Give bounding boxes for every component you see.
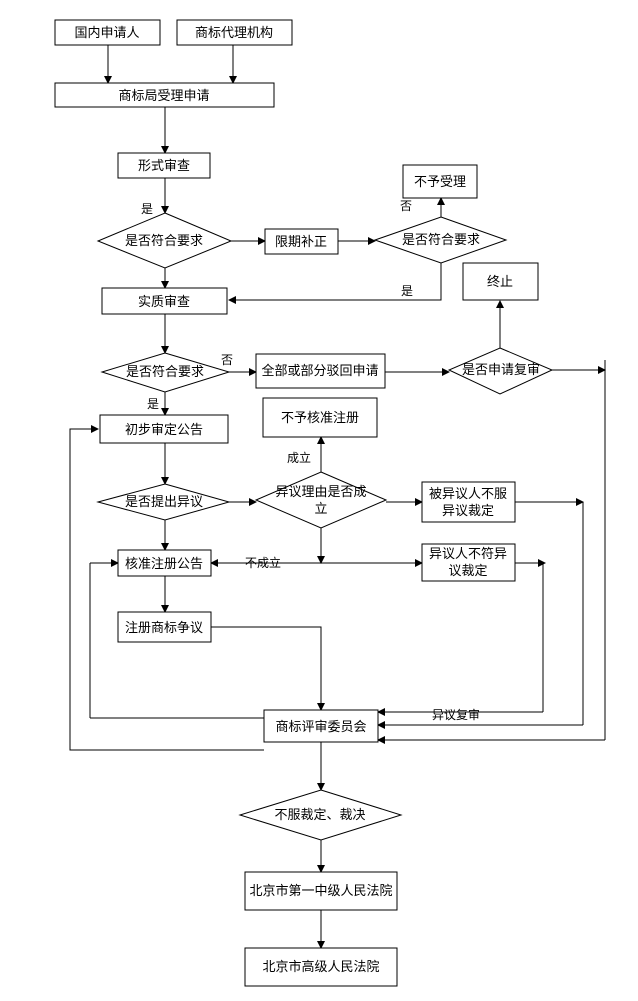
decision-opposition-valid: 异议理由是否成 立 [254,471,388,529]
node-terminated: 终止 [462,262,539,301]
node-domestic-applicant: 国内申请人 [54,19,161,46]
node-office-accepts: 商标局受理申请 [54,82,275,108]
node-label-line1: 异议人不符异 [429,546,507,562]
node-label: 商标评审委员会 [275,720,366,735]
node-label: 实质审查 [138,295,190,310]
node-label: 商标局受理申请 [118,89,209,104]
node-label: 商标代理机构 [195,26,273,41]
decision-label: 是否符合要求 [126,364,204,380]
decision-apply-reexam: 是否申请复审 [447,347,554,395]
edge-labels: 是 否 是 否 是 成立 不成立 异议复审 [141,199,480,722]
edge-label-no-1: 否 [400,199,412,213]
decision-label: 不服裁定、裁决 [274,807,365,823]
node-label-line2: 议裁定 [448,563,487,579]
node-substantive-review: 实质审查 [101,287,228,315]
decision-label: 是否申请复审 [462,363,540,378]
node-opponent-disagrees: 异议人不符异 议裁定 [421,543,516,582]
decision-meets-requirements-2: 是否符合要求 [373,216,508,264]
decision-label: 是否符合要求 [402,232,480,248]
arrow-dispute-to-board [211,626,325,711]
node-approve-announcement: 核准注册公告 [117,549,212,577]
decision-opposition-raised: 是否提出异议 [96,483,231,521]
decision-label-line2: 立 [314,502,327,517]
node-label: 不予受理 [414,175,466,190]
decision-disagree-ruling: 不服裁定、裁决 [238,789,403,841]
node-correction-deadline: 限期补正 [264,228,339,255]
node-label: 北京市第一中级人民法院 [249,883,392,899]
node-preliminary-announcement: 初步审定公告 [99,414,229,444]
decision-label: 是否符合要求 [125,233,203,249]
node-label: 初步审定公告 [125,423,203,438]
node-label: 限期补正 [275,235,327,250]
node-label-line1: 被异议人不服 [429,487,507,502]
node-respondent-disagrees: 被异议人不服 异议裁定 [421,481,516,523]
edge-label-yes-2: 是 [401,284,413,298]
arrow-diamond2-to-substantive [228,263,442,304]
edge-label-established: 成立 [287,450,311,465]
connectors [69,45,606,949]
node-label: 不予核准注册 [281,411,359,426]
node-rejected-full-partial: 全部或部分驳回申请 [255,353,386,389]
edge-label-yes-1: 是 [141,202,153,216]
node-label-line2: 异议裁定 [442,503,494,519]
decision-meets-requirements-1: 是否符合要求 [96,212,233,269]
node-label: 国内申请人 [74,25,139,41]
node-registered-dispute: 注册商标争议 [117,611,212,643]
node-formal-review: 形式审查 [117,152,211,179]
node-label: 终止 [487,274,513,290]
decision-label-line1: 异议理由是否成 [275,485,366,500]
node-beijing-high-court: 北京市高级人民法院 [244,947,398,987]
node-label: 注册商标争议 [125,621,203,636]
decision-label: 是否提出异议 [125,494,203,510]
arrow-left-outer-to-preliminary [69,425,264,751]
node-not-accepted: 不予受理 [402,164,478,199]
node-not-approved: 不予核准注册 [262,397,378,438]
edge-label-opposition-reexam: 异议复审 [432,707,480,722]
node-review-board: 商标评审委员会 [263,709,379,743]
edge-label-yes-3: 是 [147,397,159,411]
node-label: 形式审查 [138,159,190,174]
edge-label-not-established: 不成立 [245,555,281,570]
edge-label-no-2: 否 [221,353,233,367]
node-label: 全部或部分驳回申请 [261,363,378,379]
node-trademark-agency: 商标代理机构 [176,19,293,46]
node-label: 北京市高级人民法院 [262,959,379,975]
decision-meets-requirements-3: 是否符合要求 [100,352,231,393]
node-beijing-first-court: 北京市第一中级人民法院 [244,871,398,911]
node-label: 核准注册公告 [125,557,203,572]
